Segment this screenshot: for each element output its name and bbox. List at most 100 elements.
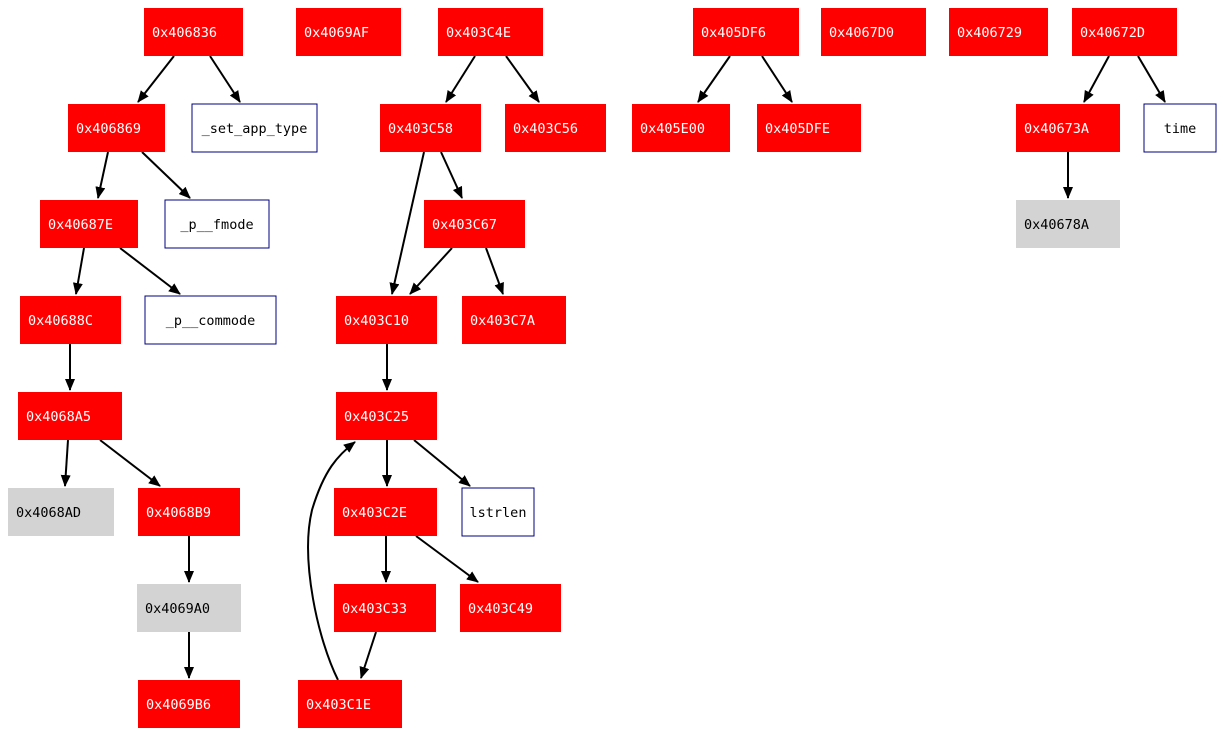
node-label: 0x40672D — [1080, 25, 1145, 41]
node-box — [144, 295, 277, 345]
node-n405DFE[interactable]: 0x405DFE — [757, 104, 861, 152]
node-box — [757, 104, 861, 152]
node-n406869[interactable]: 0x406869 — [68, 104, 165, 152]
node-label: 0x406729 — [957, 25, 1022, 41]
edge-n406869-to-n40687E — [95, 151, 109, 199]
edge-n403C33-to-n403C1E — [359, 631, 377, 679]
edge-n403C2E-to-n403C49 — [415, 535, 479, 583]
node-box — [334, 584, 436, 632]
node-n4068B9[interactable]: 0x4068B9 — [138, 488, 240, 536]
node-n4067D0[interactable]: 0x4067D0 — [821, 8, 926, 56]
node-label: lstrlen — [470, 505, 527, 521]
node-n4069AF[interactable]: 0x4069AF — [296, 8, 401, 56]
edge-n403C58-to-n403C67 — [440, 151, 463, 199]
node-box — [164, 199, 270, 249]
node-n403C58[interactable]: 0x403C58 — [380, 104, 481, 152]
edge-n405DF6-to-n405DFE — [761, 55, 793, 103]
node-label: 0x4069AF — [304, 25, 369, 41]
node-box — [1072, 8, 1177, 56]
node-time[interactable]: time — [1143, 103, 1217, 153]
node-set_app_type[interactable]: _set_app_type — [191, 103, 318, 153]
node-label: 0x405DF6 — [701, 25, 766, 41]
node-box — [336, 296, 437, 344]
node-n40678A[interactable]: 0x40678A — [1016, 200, 1120, 248]
node-box — [334, 488, 437, 536]
node-box — [693, 8, 799, 56]
node-n403C1E[interactable]: 0x403C1E — [298, 680, 402, 728]
node-label: 0x403C33 — [342, 601, 407, 617]
node-box — [8, 488, 114, 536]
node-label: 0x40678A — [1024, 217, 1089, 233]
node-label: 0x403C25 — [344, 409, 409, 425]
node-n405E00[interactable]: 0x405E00 — [632, 104, 730, 152]
node-n403C7A[interactable]: 0x403C7A — [462, 296, 566, 344]
node-box — [380, 104, 481, 152]
node-box — [137, 584, 241, 632]
edge-n406836-to-set_app_type — [209, 55, 241, 103]
node-n406729[interactable]: 0x406729 — [949, 8, 1048, 56]
node-p_commode[interactable]: _p__commode — [144, 295, 277, 345]
edge-n4068A5-to-n4068B9 — [99, 439, 161, 487]
node-label: 0x403C10 — [344, 313, 409, 329]
node-label: 0x403C56 — [513, 121, 578, 137]
node-n405DF6[interactable]: 0x405DF6 — [693, 8, 799, 56]
node-box — [191, 103, 318, 153]
node-box — [68, 104, 165, 152]
node-box — [505, 104, 606, 152]
node-label: 0x40688C — [28, 313, 93, 329]
node-box — [298, 680, 402, 728]
node-label: time — [1164, 121, 1197, 137]
edge-n4068A5-to-n4068AD — [60, 439, 71, 487]
node-label: 0x4068B9 — [146, 505, 211, 521]
edge-n403C67-to-n403C10 — [409, 247, 453, 295]
node-box — [462, 296, 566, 344]
node-box — [1143, 103, 1217, 153]
node-box — [461, 487, 535, 537]
node-n40672D[interactable]: 0x40672D — [1072, 8, 1177, 56]
node-box — [138, 488, 240, 536]
node-n4069B6[interactable]: 0x4069B6 — [138, 680, 240, 728]
node-n406836[interactable]: 0x406836 — [144, 8, 243, 56]
node-box — [138, 680, 240, 728]
node-label: 0x403C67 — [432, 217, 497, 233]
node-n403C49[interactable]: 0x403C49 — [460, 584, 561, 632]
node-label: 0x4069A0 — [145, 601, 210, 617]
node-label: 0x4069B6 — [146, 697, 211, 713]
node-box — [1016, 104, 1120, 152]
node-label: 0x403C58 — [388, 121, 453, 137]
node-n40687E[interactable]: 0x40687E — [40, 200, 138, 248]
node-box — [296, 8, 401, 56]
node-n403C10[interactable]: 0x403C10 — [336, 296, 437, 344]
node-label: _p__fmode — [180, 217, 253, 233]
node-n403C4E[interactable]: 0x403C4E — [438, 8, 543, 56]
node-n4068A5[interactable]: 0x4068A5 — [18, 392, 122, 440]
node-label: 0x403C4E — [446, 25, 511, 41]
node-label: 0x403C2E — [342, 505, 407, 521]
node-label: 0x4068A5 — [26, 409, 91, 425]
node-n403C25[interactable]: 0x403C25 — [336, 392, 437, 440]
node-box — [1016, 200, 1120, 248]
edges-layer — [60, 55, 1166, 681]
node-n40688C[interactable]: 0x40688C — [20, 296, 121, 344]
edge-n406836-to-n406869 — [137, 55, 175, 103]
node-n403C67[interactable]: 0x403C67 — [424, 200, 525, 248]
node-n4068AD[interactable]: 0x4068AD — [8, 488, 114, 536]
node-n40673A[interactable]: 0x40673A — [1016, 104, 1120, 152]
node-n403C2E[interactable]: 0x403C2E — [334, 488, 437, 536]
node-label: 0x403C49 — [468, 601, 533, 617]
node-n4069A0[interactable]: 0x4069A0 — [137, 584, 241, 632]
node-lstrlen[interactable]: lstrlen — [461, 487, 535, 537]
node-n403C56[interactable]: 0x403C56 — [505, 104, 606, 152]
node-label: 0x405E00 — [640, 121, 705, 137]
node-n403C33[interactable]: 0x403C33 — [334, 584, 436, 632]
edge-n403C4E-to-n403C56 — [505, 55, 540, 103]
edge-n406869-to-p_fmode — [141, 151, 191, 199]
nodes-layer: 0x406836 0x4069AF 0x403C4E 0x405DF6 0x4067D0… — [8, 8, 1217, 728]
node-p_fmode[interactable]: _p__fmode — [164, 199, 270, 249]
node-box — [144, 8, 243, 56]
node-box — [40, 200, 138, 248]
node-label: 0x403C7A — [470, 313, 535, 329]
node-label: 0x40673A — [1024, 121, 1089, 137]
node-box — [336, 392, 437, 440]
edge-n405DF6-to-n405E00 — [697, 55, 731, 103]
